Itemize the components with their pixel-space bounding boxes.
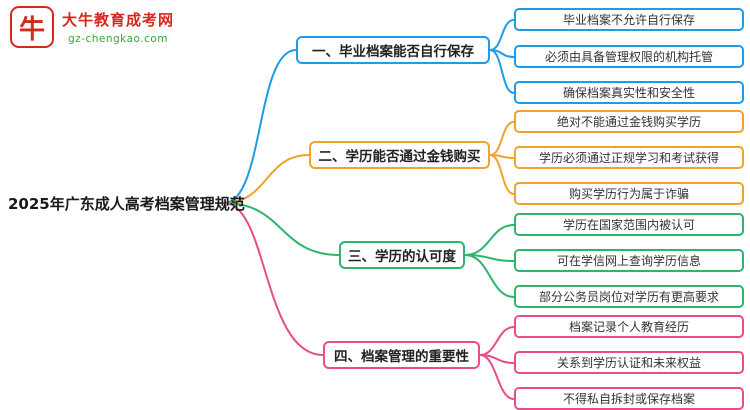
leaf-2-1: 绝对不能通过金钱购买学历 <box>514 110 744 133</box>
branch-2: 二、学历能否通过金钱购买 <box>309 141 490 169</box>
connector-b2-l3 <box>489 154 515 195</box>
leaf-3-2: 可在学信网上查询学历信息 <box>514 249 744 272</box>
leaf-3-1: 学历在国家范围内被认可 <box>514 213 744 236</box>
site-url: gz-chengkao.com <box>68 33 169 45</box>
leaf-4-2: 关系到学历认证和未来权益 <box>514 351 744 374</box>
site-name: 大牛教育成考网 <box>62 11 175 29</box>
connector-b2-l1 <box>489 121 515 156</box>
branch-3: 三、学历的认可度 <box>339 241 465 269</box>
leaf-3-3: 部分公务员岗位对学历有更高要求 <box>514 285 744 308</box>
root-topic: 2025年广东成人高考档案管理规范 <box>8 194 245 213</box>
connector-b3-l1 <box>464 224 515 256</box>
connector-b3-l3 <box>464 254 515 298</box>
leaf-1-1: 毕业档案不允许自行保存 <box>514 8 744 31</box>
connector-b1-l3 <box>489 49 515 94</box>
logo-text: 大牛教育成考网 gz-chengkao.com <box>62 9 174 45</box>
leaf-1-3: 确保档案真实性和安全性 <box>514 81 744 104</box>
leaf-4-1: 档案记录个人教育经历 <box>514 315 744 338</box>
branch-4: 四、档案管理的重要性 <box>323 341 480 369</box>
site-logo: 牛 大牛教育成考网 gz-chengkao.com <box>10 6 174 48</box>
leaf-2-3: 购买学历行为属于诈骗 <box>514 182 744 205</box>
leaf-1-2: 必须由具备管理权限的机构托管 <box>514 45 744 68</box>
connector-b4-l2 <box>479 354 515 364</box>
connector-b1-l2 <box>489 49 515 58</box>
connector-b2-l2 <box>489 154 515 159</box>
connector-root-branch1 <box>223 49 297 204</box>
branch-1: 一、毕业档案能否自行保存 <box>296 36 490 64</box>
connector-b4-l3 <box>479 354 515 400</box>
leaf-4-3: 不得私自拆封或保存档案 <box>514 387 744 410</box>
bull-icon: 牛 <box>10 6 54 48</box>
connector-root-branch4 <box>223 202 324 356</box>
connector-b4-l1 <box>479 326 515 356</box>
leaf-2-2: 学历必须通过正规学习和考试获得 <box>514 146 744 169</box>
connector-b1-l1 <box>489 19 515 51</box>
connector-b3-l2 <box>464 254 515 262</box>
